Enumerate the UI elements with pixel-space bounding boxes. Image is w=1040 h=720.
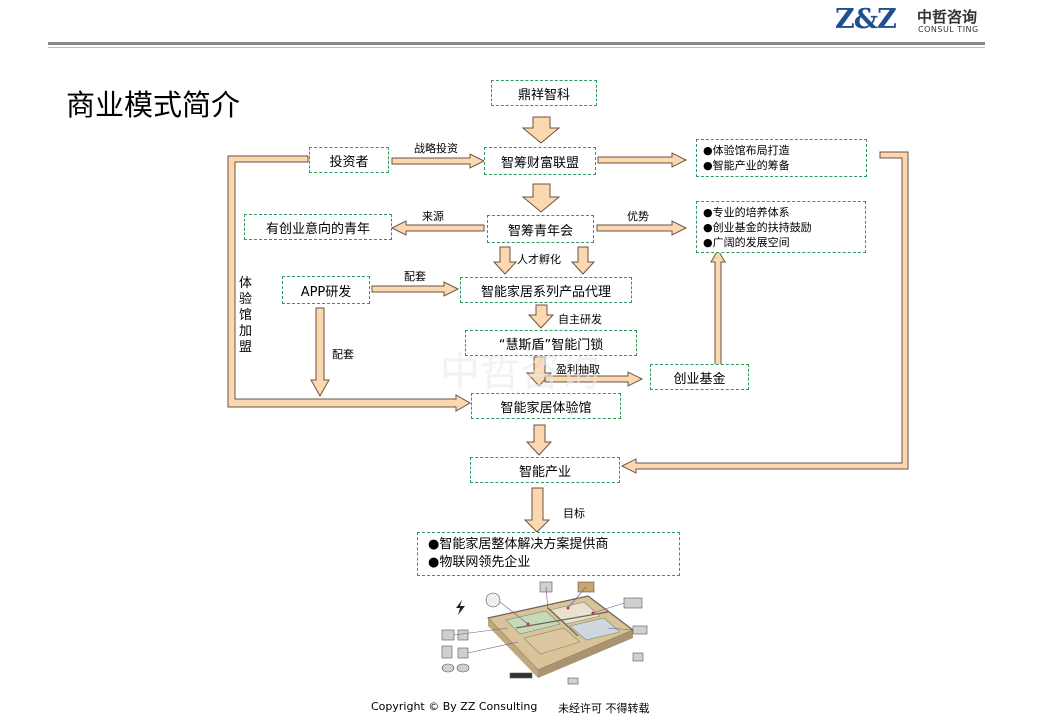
industry-loop <box>620 151 909 474</box>
label-source: 来源 <box>422 210 444 223</box>
label-franchise: 体验馆加盟 <box>239 276 253 355</box>
node-youth: 有创业意向的青年 <box>244 214 392 240</box>
list-target: ●智能家居整体解决方案提供商 ●物联网领先企业 <box>417 532 680 576</box>
arrow-down-3 <box>527 304 555 329</box>
node-industry: 智能产业 <box>470 457 620 483</box>
label-goal: 目标 <box>563 507 585 520</box>
label-supporting-2: 配套 <box>332 348 354 361</box>
node-wealth-alliance: 智筹财富联盟 <box>484 147 596 175</box>
label-self-rd: 自主研发 <box>558 313 602 326</box>
arrow-down-5 <box>525 424 553 456</box>
node-smart-lock: “慧斯盾”智能门锁 <box>465 330 637 356</box>
node-fund: 创业基金 <box>650 364 749 390</box>
footer-notice: 未经许可 不得转载 <box>558 702 650 715</box>
arrow-down-6 <box>523 487 551 533</box>
arrow-down-2 <box>521 183 561 213</box>
arrow-invest-right <box>391 153 486 169</box>
node-youth-assoc: 智筹青年会 <box>487 215 594 243</box>
node-dingxiang: 鼎祥智科 <box>491 80 597 106</box>
node-app: APP研发 <box>282 276 370 304</box>
node-agent: 智能家居系列产品代理 <box>460 277 632 303</box>
arrow-peitao-right <box>371 281 460 297</box>
header-rule <box>48 42 985 45</box>
list-item: ●智能家居整体解决方案提供商 <box>428 537 609 552</box>
list-youth-advantages: ●专业的培养体系 ●创业基金的扶持鼓励 ●广阔的发展空间 <box>696 201 866 253</box>
list-wealth-benefits: ●体验馆布局打造 ●智能产业的筹备 <box>696 139 867 177</box>
company-logo: Z&Z 中哲咨询 CONSUL TING <box>835 4 985 36</box>
arrow-profit-right <box>544 371 644 387</box>
label-supporting-1: 配套 <box>404 270 426 283</box>
list-item: ●体验馆布局打造 <box>703 144 790 157</box>
smart-home-illustration <box>441 581 648 685</box>
list-item: ●智能产业的筹备 <box>703 159 790 172</box>
label-talent: 人才孵化 <box>517 253 561 266</box>
list-item: ●物联网领先企业 <box>428 555 531 570</box>
arrow-advantage-right <box>596 220 688 236</box>
list-item: ●专业的培养体系 <box>703 206 790 219</box>
brand-subtitle: CONSUL TING <box>918 25 979 34</box>
page-title: 商业模式简介 <box>66 88 241 122</box>
arrow-app-down <box>310 307 330 398</box>
logo-mark: Z&Z <box>835 4 897 35</box>
arrow-down-right <box>570 246 596 275</box>
arrow-down-1 <box>521 116 561 144</box>
arrow-caifu-right <box>597 152 688 168</box>
arrow-down-left <box>492 246 518 275</box>
label-strategic-invest: 战略投资 <box>414 142 458 155</box>
list-item: ●创业基金的扶持鼓励 <box>703 221 812 234</box>
node-investor: 投资者 <box>309 147 389 173</box>
node-showroom: 智能家居体验馆 <box>471 393 621 419</box>
label-advantage: 优势 <box>627 210 649 223</box>
list-item: ●广阔的发展空间 <box>703 236 790 249</box>
arrow-fund-up <box>710 249 726 367</box>
label-profit: 盈利抽取 <box>556 363 600 376</box>
header-rule-thin <box>48 47 985 48</box>
franchise-loop <box>227 155 472 412</box>
watermark: 中哲咨询 <box>440 349 600 395</box>
brand-name: 中哲咨询 <box>917 8 978 26</box>
arrow-source-left <box>390 220 485 236</box>
footer-copyright: Copyright © By ZZ Consulting <box>371 700 538 713</box>
